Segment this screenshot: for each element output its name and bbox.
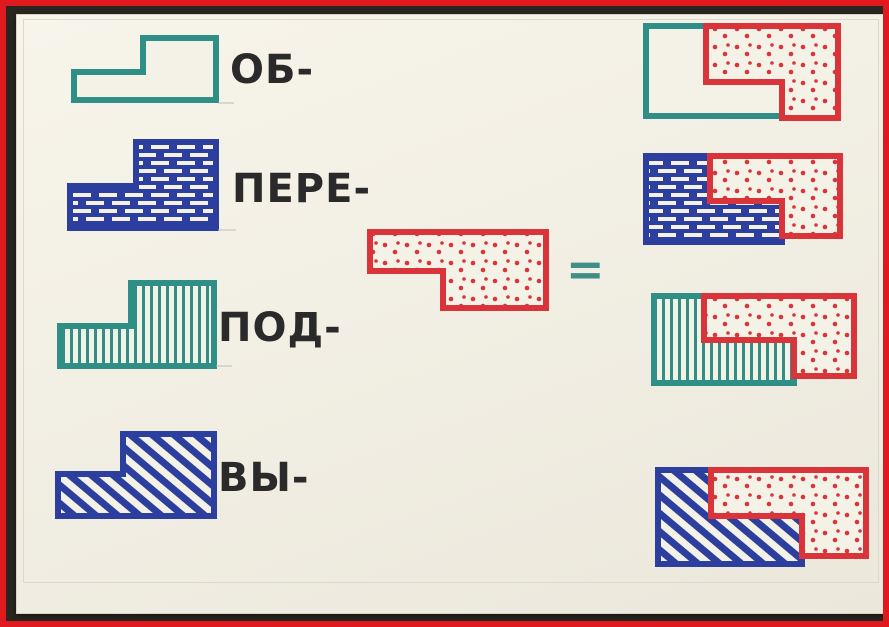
shape-root-dotted <box>367 229 549 311</box>
combined-ob <box>643 23 841 121</box>
drawing-canvas <box>55 23 869 567</box>
shape-vy-hatched <box>55 431 217 519</box>
equals-sign: = <box>566 242 605 296</box>
prefix-vy: ВЫ- <box>218 455 310 501</box>
combined-pod <box>651 293 857 386</box>
shape-pod-stripes <box>57 280 217 369</box>
prefix-pere: ПЕРЕ- <box>232 166 372 212</box>
combined-pere <box>643 153 843 245</box>
shape-pere-bricks <box>67 139 219 231</box>
board-inner-edge <box>23 19 879 583</box>
shape-ob-outline <box>71 35 219 103</box>
prefix-ob: ОБ- <box>230 47 315 93</box>
prefix-pod: ПОД- <box>218 305 342 351</box>
combined-vy <box>655 467 869 567</box>
